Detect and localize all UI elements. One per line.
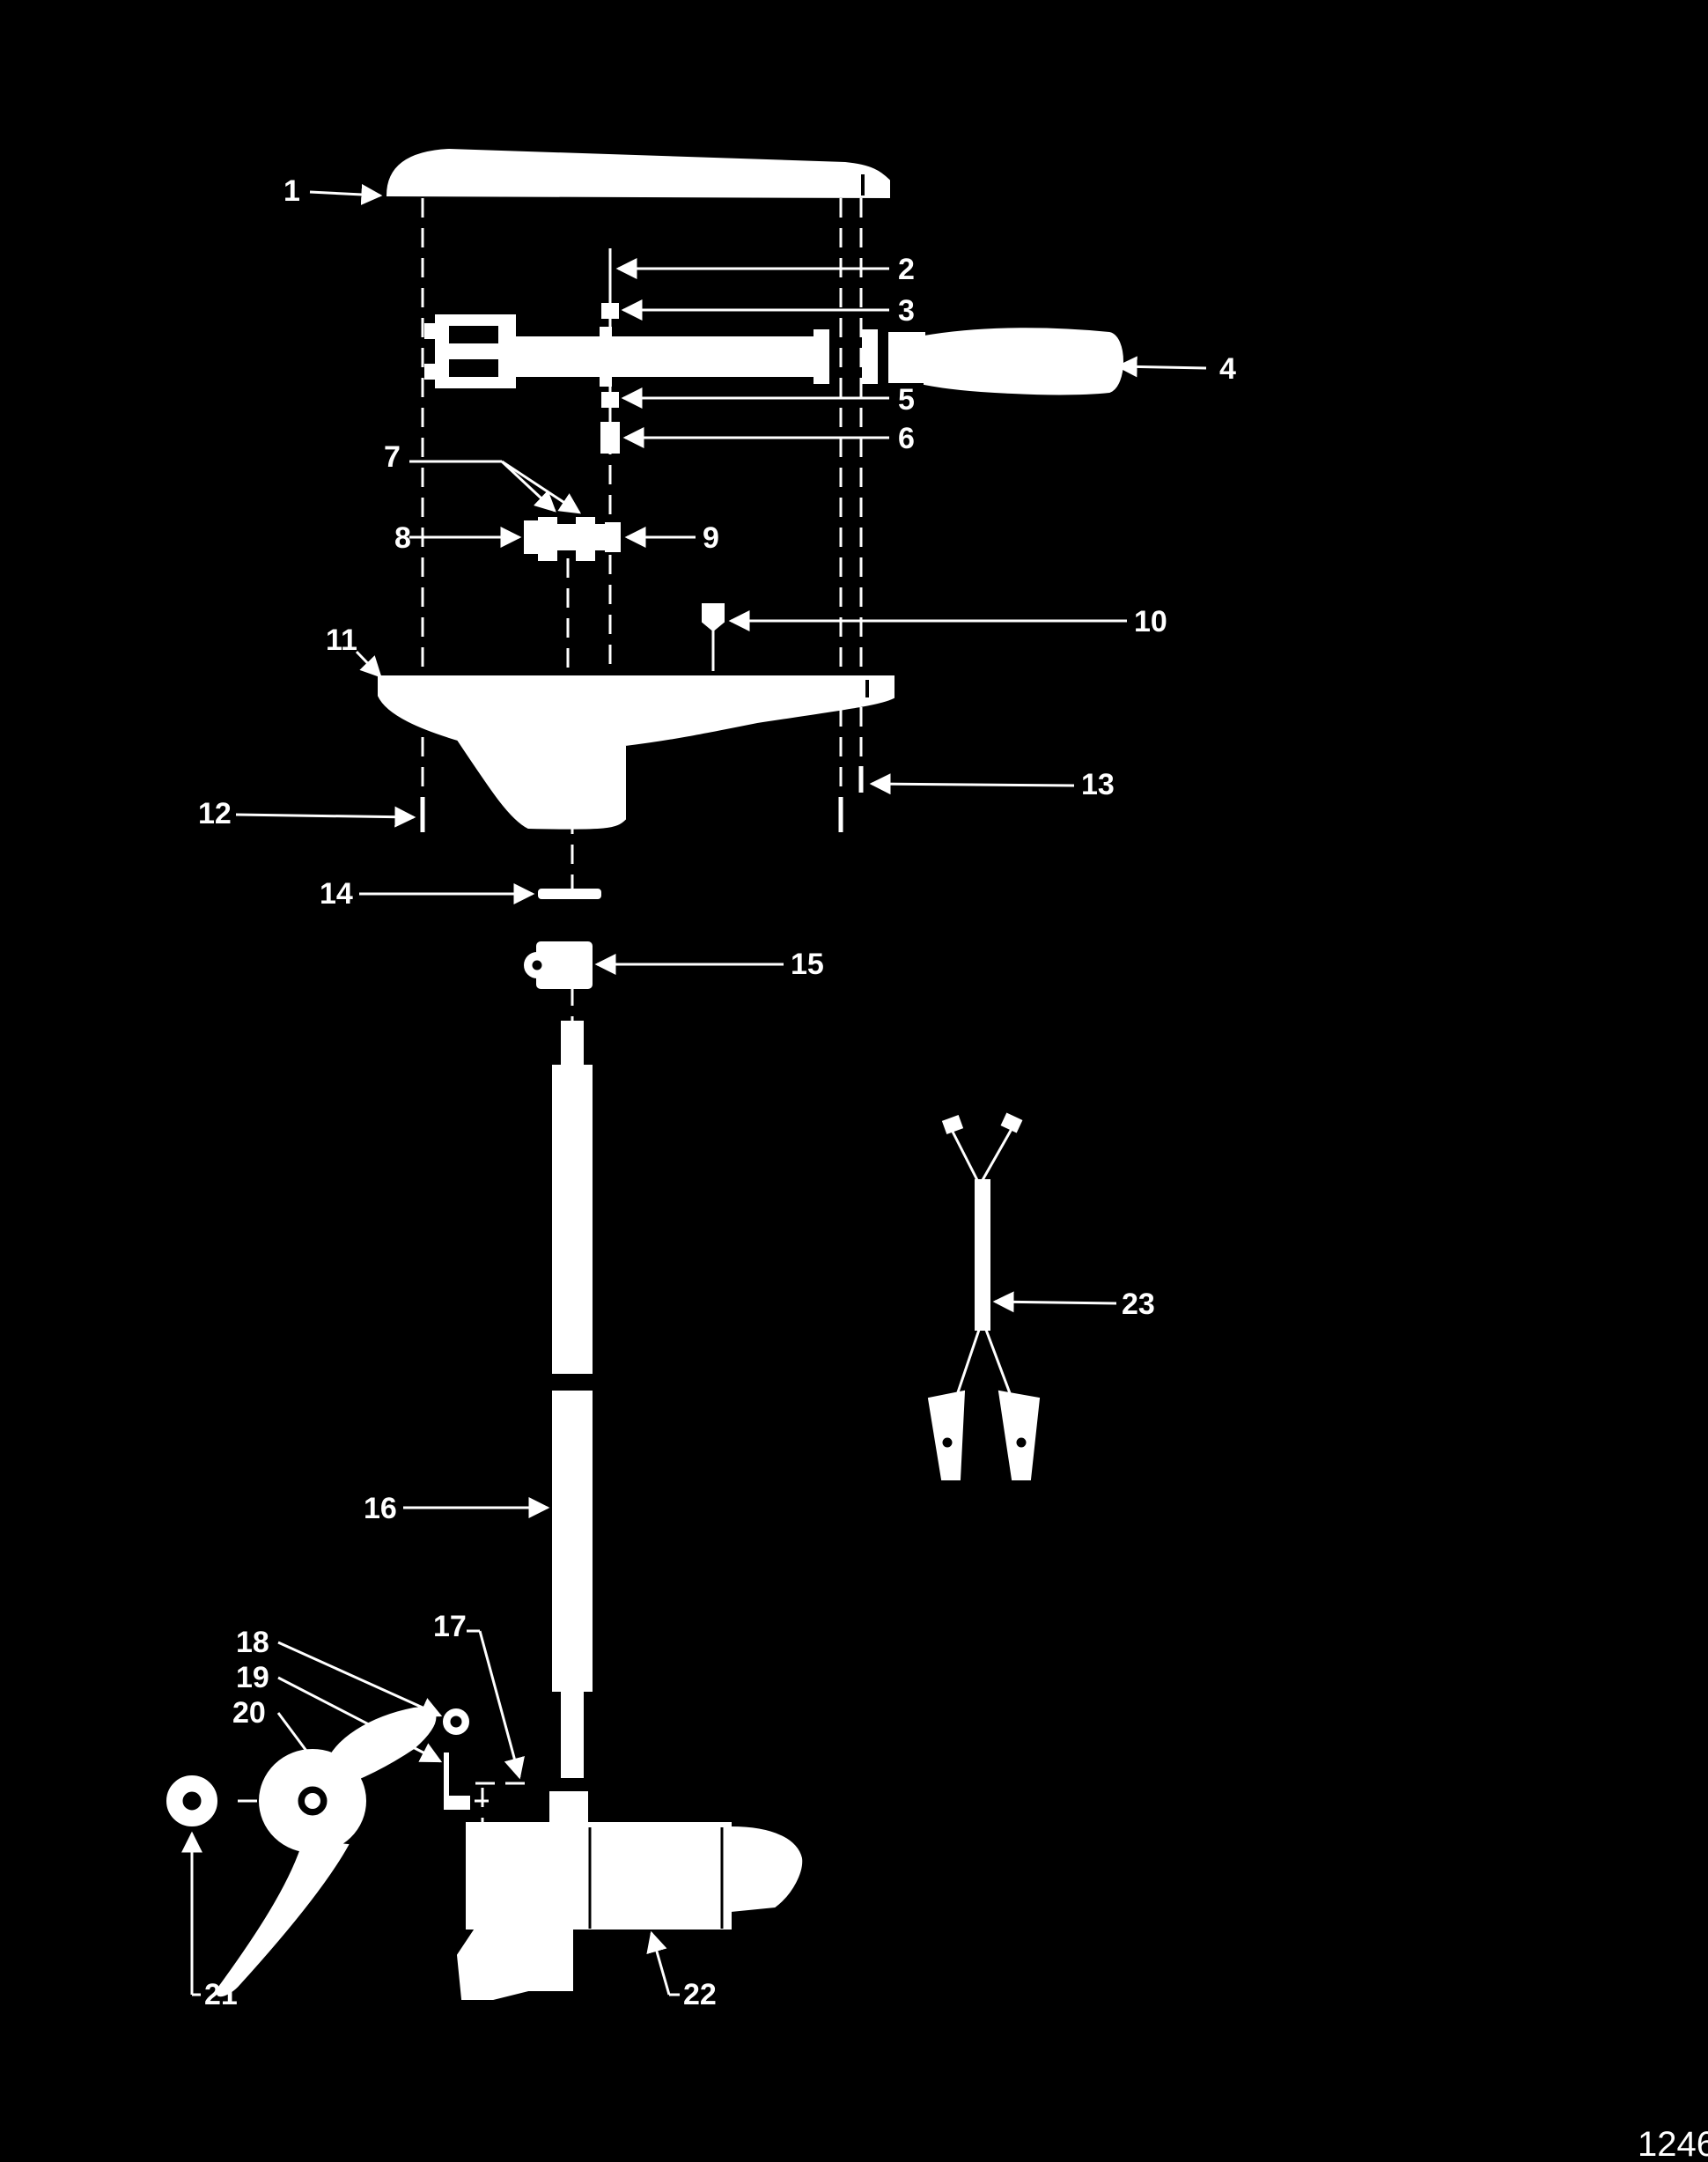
tiller-handle-assembly (424, 314, 1123, 395)
callout-11: 11 (326, 624, 357, 657)
callout-10: 10 (1134, 605, 1167, 638)
callout-8: 8 (394, 521, 411, 555)
callout-22: 22 (683, 1978, 717, 2011)
collar (524, 941, 593, 989)
callout-18: 18 (236, 1626, 269, 1659)
callout-14: 14 (320, 877, 353, 911)
callout-5: 5 (898, 383, 915, 417)
motor (444, 1791, 803, 2000)
callout-13: 13 (1081, 768, 1115, 801)
callout-20: 20 (232, 1696, 266, 1730)
bracket-hardware (524, 517, 621, 561)
callout-12: 12 (198, 797, 232, 830)
battery-cable (927, 1112, 1041, 1480)
washer (538, 889, 601, 899)
callout-2: 2 (898, 253, 915, 286)
callout-labels: 1 2 3 4 5 6 7 8 9 10 11 12 13 14 15 16 1… (198, 174, 1236, 2011)
callout-21: 21 (204, 1978, 238, 2011)
callout-7: 7 (384, 440, 401, 474)
callout-9: 9 (703, 521, 719, 555)
top-cover (386, 148, 890, 199)
callout-16: 16 (364, 1492, 397, 1525)
housing-screws (420, 766, 864, 832)
prop-nut (166, 1775, 217, 1826)
shaft (551, 1021, 595, 1778)
callout-15: 15 (791, 948, 824, 981)
prop-nut-and-pin (443, 1708, 469, 1801)
leader-lines (181, 183, 1207, 1996)
callout-3: 3 (898, 294, 915, 328)
propeller (216, 1707, 437, 1997)
callout-23: 23 (1122, 1288, 1155, 1321)
alignment-lines (238, 198, 863, 1832)
callout-19: 19 (236, 1661, 269, 1694)
callout-4: 4 (1219, 352, 1236, 386)
figure-number: 1246 (1638, 2125, 1708, 2162)
callout-6: 6 (898, 422, 915, 455)
fastener-stack (600, 248, 620, 454)
lower-housing (378, 675, 894, 830)
small-screw (702, 603, 725, 671)
callout-1: 1 (283, 174, 300, 208)
callout-17: 17 (433, 1610, 467, 1643)
